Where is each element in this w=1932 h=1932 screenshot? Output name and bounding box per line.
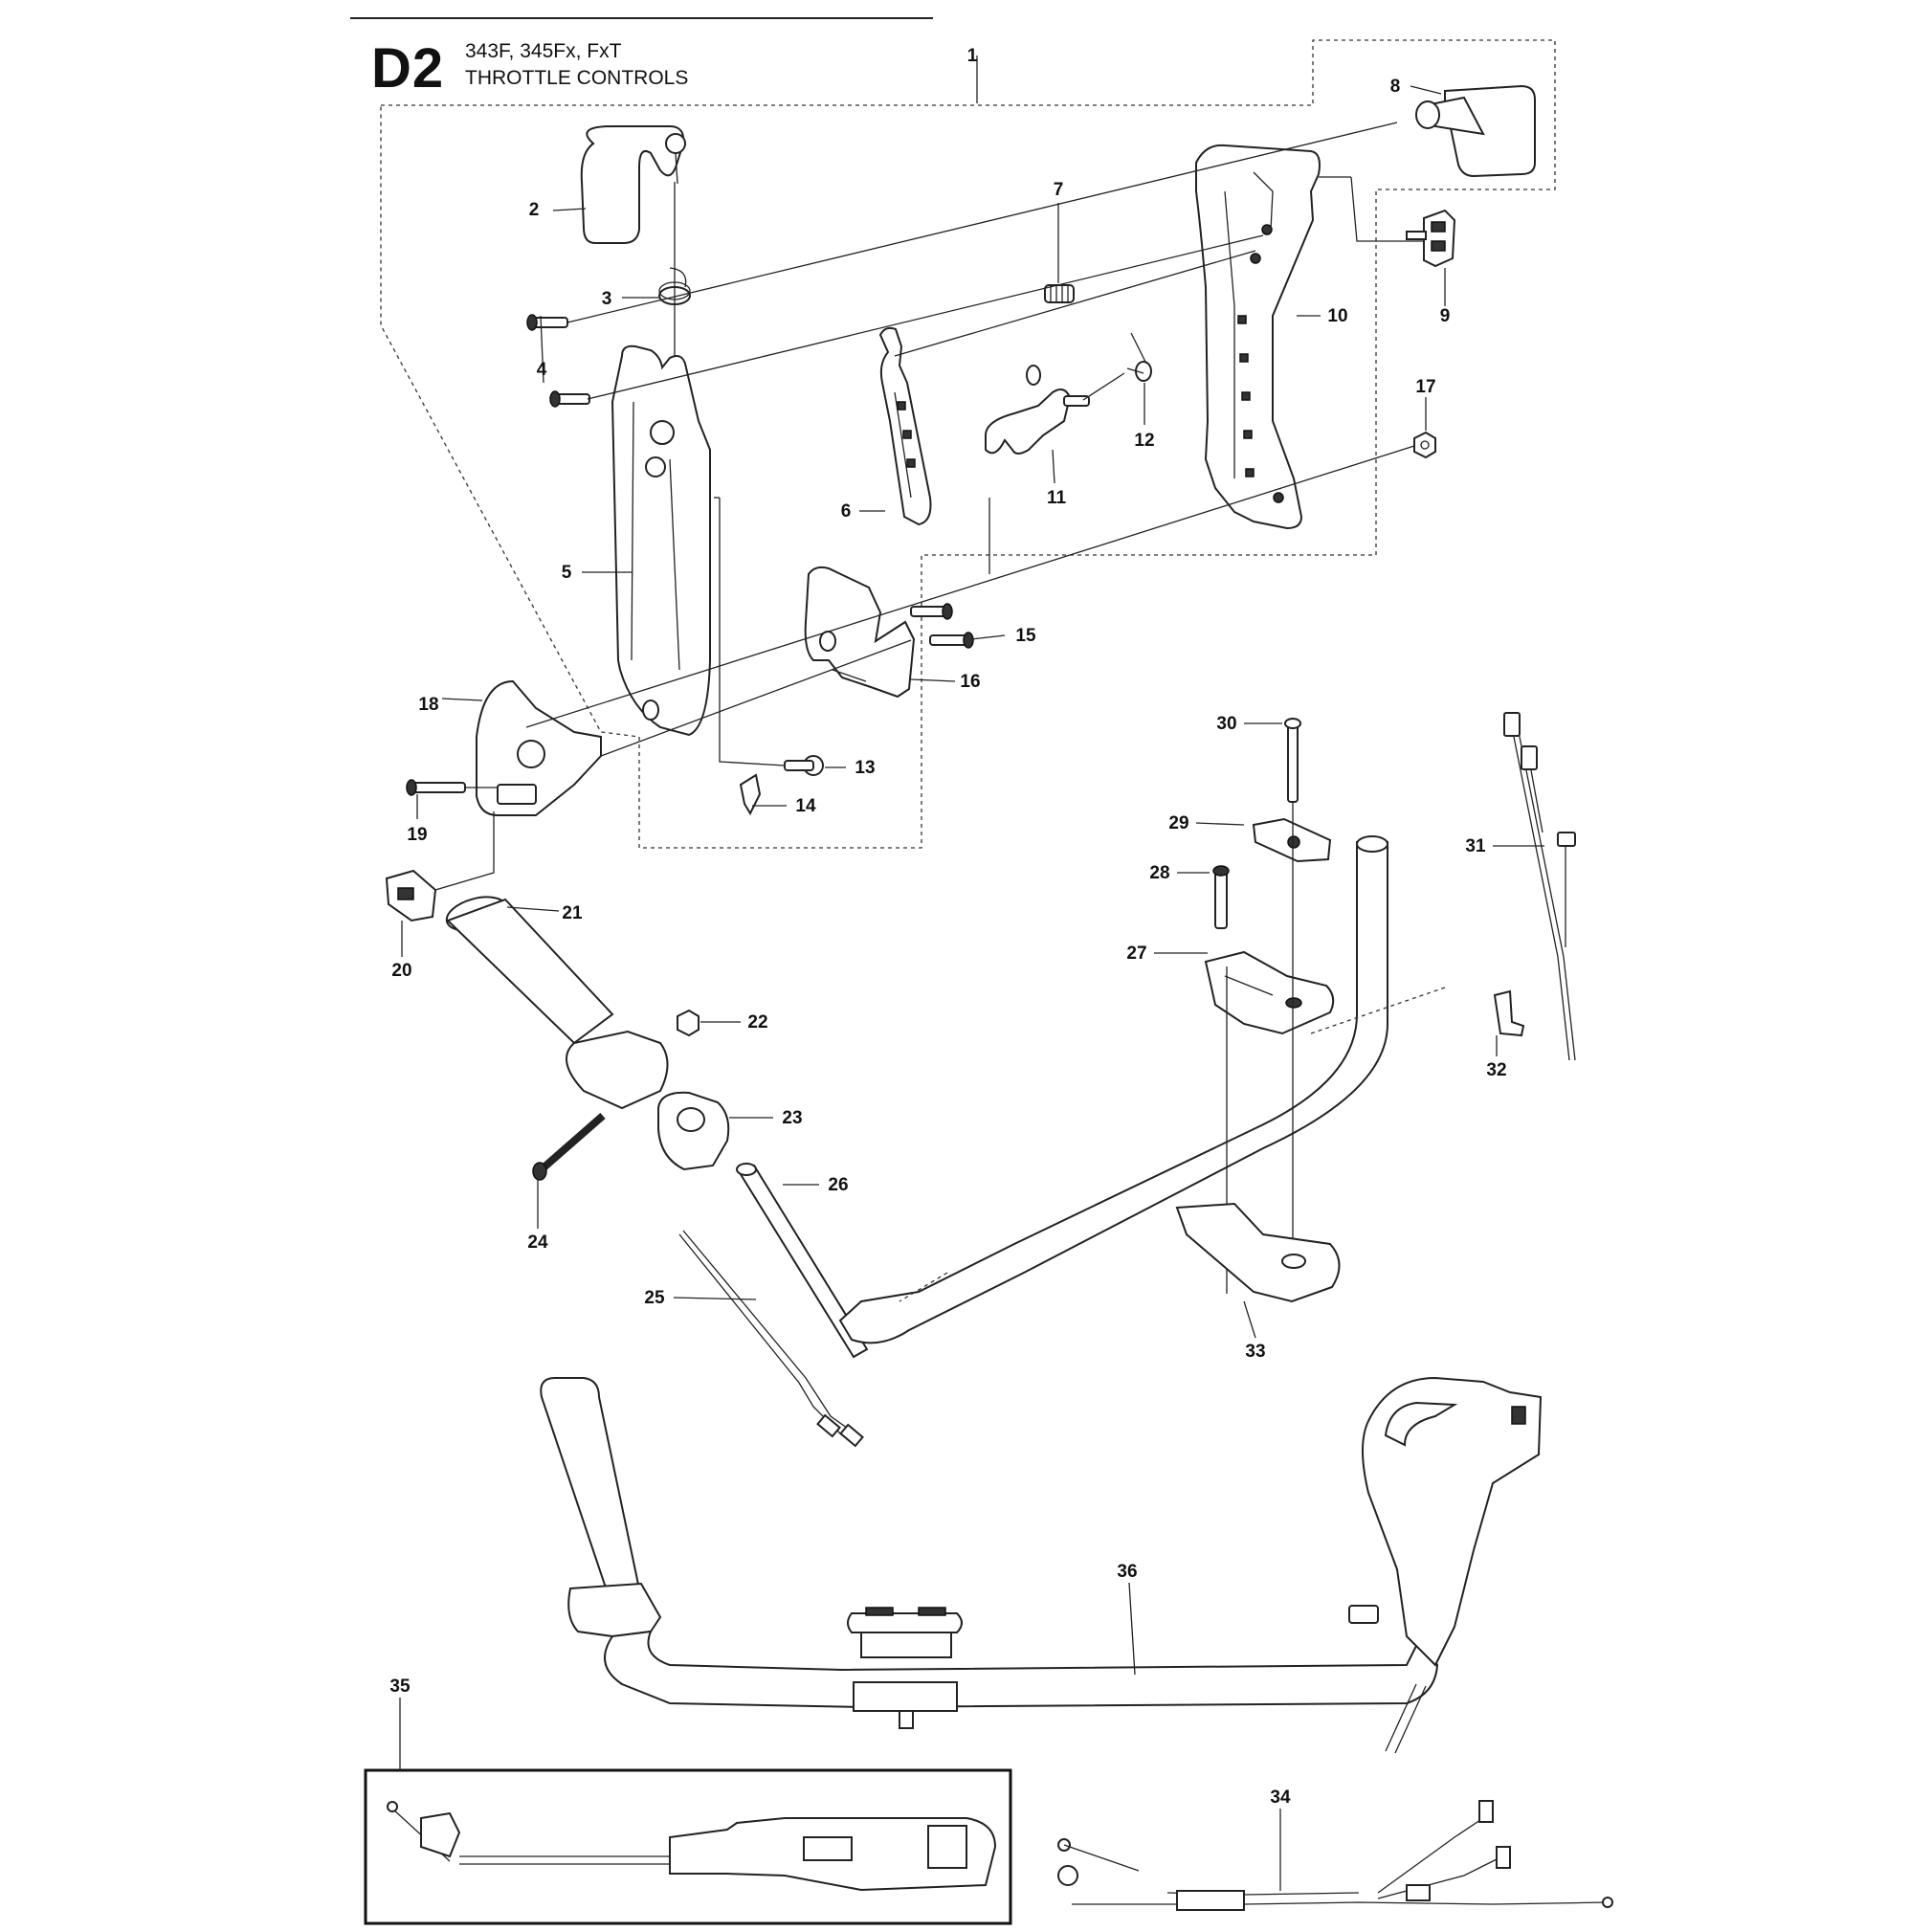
part-30-bolt bbox=[1284, 718, 1301, 803]
callout-33: 33 bbox=[1245, 1342, 1265, 1362]
part-2-cap bbox=[580, 125, 686, 244]
callout-7: 7 bbox=[1054, 180, 1064, 200]
callout-3: 3 bbox=[602, 289, 612, 309]
callout-27: 27 bbox=[1126, 944, 1146, 964]
part-6-throttle-trigger bbox=[878, 326, 932, 526]
part-5-handle-half-left bbox=[611, 344, 711, 737]
part-24-screw bbox=[532, 1112, 606, 1181]
callout-14: 14 bbox=[795, 796, 816, 816]
callout-32: 32 bbox=[1486, 1060, 1506, 1080]
callout-1: 1 bbox=[967, 46, 978, 66]
handlebar-clamp-center bbox=[847, 1607, 963, 1729]
callout-5: 5 bbox=[562, 563, 572, 583]
callout-25: 25 bbox=[644, 1288, 665, 1308]
callout-17: 17 bbox=[1415, 377, 1435, 397]
callout-13: 13 bbox=[855, 758, 875, 778]
part-29-wing-nut bbox=[1252, 817, 1332, 863]
part-25-cable bbox=[678, 1230, 864, 1448]
callout-12: 12 bbox=[1134, 431, 1154, 451]
callout-2: 2 bbox=[529, 200, 540, 220]
part-22-nut bbox=[677, 1009, 700, 1037]
callout-30: 30 bbox=[1216, 714, 1236, 734]
part-33-clamp-lower bbox=[1175, 1202, 1341, 1303]
part-10-handle-half-right bbox=[1195, 144, 1321, 530]
callout-20: 20 bbox=[391, 961, 411, 981]
callout-16: 16 bbox=[960, 672, 980, 692]
callout-29: 29 bbox=[1168, 813, 1188, 833]
part-9-switch bbox=[1406, 209, 1456, 268]
part-36-handlebar-assembly bbox=[540, 1376, 1543, 1709]
part-21-grip bbox=[445, 896, 669, 1110]
assembly-lines bbox=[434, 122, 1424, 891]
callout-11: 11 bbox=[1047, 488, 1067, 508]
part-26-tube bbox=[736, 1163, 869, 1359]
part-31-wire-harness bbox=[1503, 712, 1576, 1061]
screw-left-2 bbox=[549, 390, 590, 408]
callout-8: 8 bbox=[1390, 77, 1401, 97]
handlebar-tube bbox=[838, 835, 1388, 1344]
callout-34: 34 bbox=[1270, 1788, 1291, 1808]
callout-leaders bbox=[399, 85, 1544, 1891]
cable-conduit bbox=[1385, 1683, 1427, 1754]
part-32-clip bbox=[1493, 989, 1525, 1037]
callout-15: 15 bbox=[1015, 626, 1036, 646]
part-8-handle-guard bbox=[1415, 84, 1536, 178]
callout-9: 9 bbox=[1440, 306, 1451, 326]
section-title: THROTTLE CONTROLS bbox=[465, 67, 689, 89]
part-18-end-cover bbox=[476, 679, 602, 816]
part-35-handle-unit bbox=[387, 1801, 997, 1892]
callout-21: 21 bbox=[562, 903, 583, 923]
callout-28: 28 bbox=[1149, 863, 1169, 883]
callout-18: 18 bbox=[418, 695, 438, 715]
part-27-clamp-top bbox=[1204, 950, 1335, 1035]
part-13-screw bbox=[784, 755, 824, 776]
part-4-screw bbox=[526, 314, 568, 331]
part-20-switch bbox=[385, 869, 437, 922]
callout-26: 26 bbox=[828, 1175, 848, 1195]
part-14-clip bbox=[739, 773, 762, 816]
callout-labels: 1 2 3 4 5 6 7 8 9 10 11 12 17 15 16 13 1… bbox=[389, 46, 1506, 1808]
callout-22: 22 bbox=[747, 1012, 767, 1033]
part-23-knob bbox=[657, 1091, 730, 1171]
callout-6: 6 bbox=[841, 501, 852, 522]
part-34-wire-harness bbox=[1057, 1800, 1613, 1911]
part-17-nut bbox=[1413, 431, 1436, 459]
section-code: D2 bbox=[371, 37, 445, 100]
callout-35: 35 bbox=[389, 1677, 411, 1697]
part-11-throttle-lock bbox=[985, 365, 1090, 455]
callout-36: 36 bbox=[1117, 1562, 1137, 1582]
callout-23: 23 bbox=[782, 1108, 802, 1128]
part-28-screw bbox=[1212, 865, 1230, 929]
callout-10: 10 bbox=[1327, 306, 1347, 326]
callout-19: 19 bbox=[407, 825, 427, 845]
part-15-screw bbox=[910, 603, 974, 649]
part-16-bracket bbox=[804, 566, 916, 699]
callout-4: 4 bbox=[537, 360, 547, 380]
part-19-screw bbox=[406, 779, 466, 796]
callout-31: 31 bbox=[1465, 836, 1486, 856]
model-list: 343F, 345Fx, FxT bbox=[465, 40, 622, 62]
callout-24: 24 bbox=[527, 1232, 548, 1253]
part-12-spring bbox=[1126, 332, 1152, 382]
